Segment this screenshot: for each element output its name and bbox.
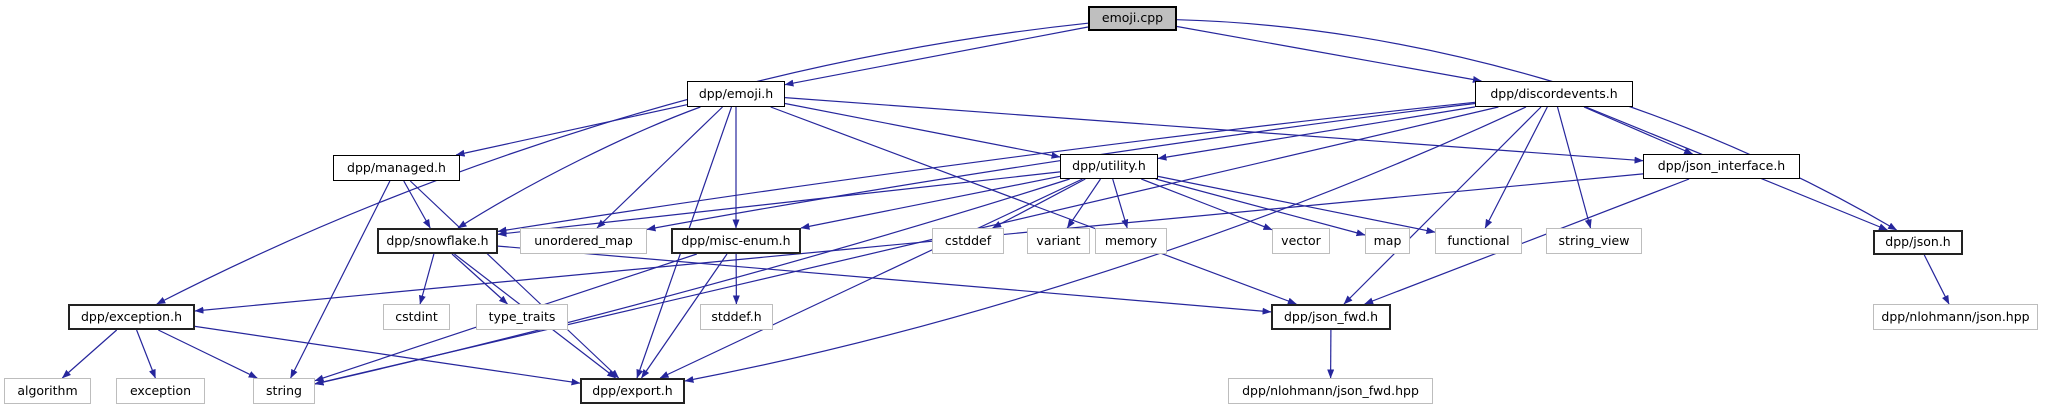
include-edge-utility-to-vector: [1140, 178, 1273, 231]
include-edge-discordevents-to-export-h: [684, 106, 1527, 383]
include-edge-discordevents-to-json-fwd: [1343, 106, 1542, 305]
graph-node-misc-enum[interactable]: dpp/misc-enum.h: [671, 228, 801, 254]
include-edge-discordevents-to-json-interface: [1583, 106, 1694, 155]
graph-node-nlohmann-json-fwd-hpp: dpp/nlohmann/json_fwd.hpp: [1228, 378, 1433, 404]
include-edge-utility-to-export-h: [659, 178, 1083, 379]
include-edge-utility-to-variant: [1066, 178, 1101, 229]
graph-node-discordevents[interactable]: dpp/discordevents.h: [1475, 81, 1633, 107]
include-edge-snowflake-to-json-fwd: [497, 245, 1272, 315]
graph-node-stddef-h: stddef.h: [700, 304, 773, 330]
include-edge-emoji-cpp-to-emoji-h: [784, 26, 1089, 87]
include-edge-discordevents-to-string-view: [1556, 106, 1592, 229]
include-edge-snowflake-to-type-traits: [451, 253, 508, 305]
graph-node-functional: functional: [1435, 228, 1522, 254]
graph-node-exception-std: exception: [116, 378, 205, 404]
include-edge-managed-to-export-h: [409, 180, 620, 379]
include-edge-managed-to-snowflake: [403, 180, 431, 229]
graph-node-json-h[interactable]: dpp/json.h: [1873, 230, 1963, 255]
include-edge-emoji-cpp-to-exception-h: [156, 22, 1089, 305]
graph-node-cstdint: cstdint: [383, 304, 450, 330]
graph-node-memory: memory: [1095, 228, 1167, 254]
graph-node-managed[interactable]: dpp/managed.h: [333, 155, 460, 181]
include-edge-utility-to-string: [314, 178, 1070, 386]
graph-node-unordered-map: unordered_map: [520, 228, 647, 254]
include-edge-emoji-h-to-json-interface: [784, 97, 1644, 164]
graph-node-type-traits: type_traits: [476, 304, 568, 330]
graph-node-string-view: string_view: [1546, 228, 1642, 254]
include-edge-snowflake-to-cstdint: [418, 253, 435, 305]
graph-node-cstddef: cstddef: [932, 228, 1004, 254]
include-edge-exception-h-to-algorithm: [61, 329, 118, 379]
graph-node-map: map: [1365, 228, 1410, 254]
graph-node-utility[interactable]: dpp/utility.h: [1060, 154, 1158, 179]
include-edge-emoji-h-to-unordered-map: [596, 106, 723, 229]
graph-node-export-h[interactable]: dpp/export.h: [580, 378, 685, 404]
include-edge-emoji-cpp-to-json-h: [1176, 19, 1898, 231]
include-edge-discordevents-to-snowflake: [497, 101, 1476, 234]
graph-node-exception-h[interactable]: dpp/exception.h: [68, 304, 195, 330]
include-edge-exception-h-to-export-h: [194, 325, 581, 386]
include-edge-utility-to-memory: [1112, 178, 1129, 229]
include-edge-emoji-h-to-json-fwd: [770, 106, 1297, 305]
include-edge-exception-h-to-string: [158, 329, 258, 379]
include-edge-emoji-h-to-utility: [784, 102, 1061, 159]
include-edge-utility-to-functional: [1157, 175, 1436, 234]
graph-node-string: string: [253, 378, 315, 404]
include-edge-json-h-to-nlohmann-json-hpp: [1923, 254, 1950, 305]
graph-node-json-interface[interactable]: dpp/json_interface.h: [1643, 154, 1800, 179]
graph-node-nlohmann-json-hpp: dpp/nlohmann/json.hpp: [1873, 304, 2038, 330]
include-edge-json-interface-to-json-fwd: [1364, 178, 1690, 305]
graph-node-emoji-cpp: emoji.cpp: [1088, 6, 1177, 31]
graph-node-variant: variant: [1027, 228, 1090, 254]
include-edge-utility-to-map: [1155, 178, 1366, 237]
include-edge-utility-to-misc-enum: [800, 175, 1061, 230]
include-edge-utility-to-snowflake: [497, 171, 1061, 237]
include-edge-discordevents-to-utility: [1157, 106, 1476, 161]
include-edge-discordevents-to-functional: [1484, 106, 1548, 229]
graph-node-emoji-h[interactable]: dpp/emoji.h: [687, 81, 785, 107]
include-edge-utility-to-cstddef: [992, 178, 1086, 229]
graph-node-algorithm: algorithm: [4, 378, 91, 404]
graph-node-snowflake[interactable]: dpp/snowflake.h: [377, 228, 498, 254]
include-edge-exception-h-to-exception-std: [136, 329, 156, 379]
include-edge-emoji-h-to-managed: [455, 104, 688, 157]
graph-node-json-fwd[interactable]: dpp/json_fwd.h: [1271, 304, 1391, 330]
include-edge-json-interface-to-exception-h: [194, 173, 1644, 314]
graph-node-vector: vector: [1272, 228, 1330, 254]
include-edge-managed-to-string: [290, 180, 391, 379]
include-edge-emoji-h-to-snowflake: [457, 106, 701, 229]
include-edge-misc-enum-to-export-h: [641, 253, 728, 379]
include-edge-emoji-cpp-to-discordevents: [1176, 25, 1482, 83]
